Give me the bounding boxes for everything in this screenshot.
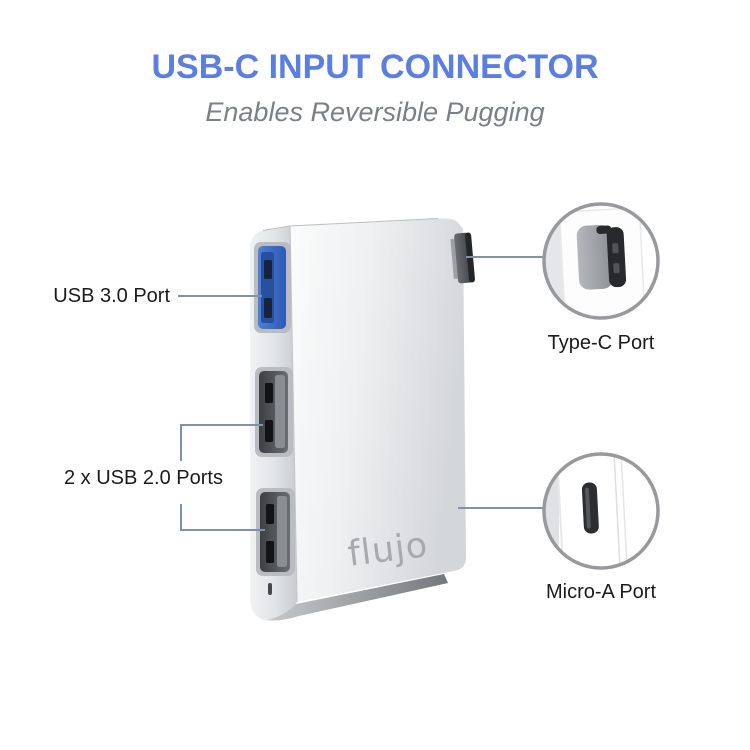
usb-2-0-port-2-icon [256, 488, 295, 576]
page-title: USB-C INPUT CONNECTOR [151, 48, 599, 86]
callout-bracket-usb2-bottom [180, 504, 265, 531]
hub-edge-crease [289, 225, 298, 603]
hub-front-face [290, 218, 467, 603]
micro-a-port-zoom-icon [542, 452, 660, 570]
usb-2-0-port-1-icon [255, 367, 293, 457]
usb-3-0-port-icon [254, 242, 291, 333]
led-indicator [268, 583, 272, 595]
label-typec-port: Type-C Port [547, 332, 655, 354]
hub-top-edge [262, 218, 439, 231]
callout-bracket-usb2-top [180, 424, 263, 461]
label-microa-port: Micro-A Port [545, 581, 657, 603]
label-usb2-ports: 2 x USB 2.0 Ports [64, 467, 223, 489]
type-c-port-zoom-icon [542, 202, 660, 320]
page-subtitle: Enables Reversible Pugging [205, 97, 545, 127]
usb-c-plug-icon [450, 232, 475, 284]
label-usb3-port: USB 3.0 Port [53, 285, 170, 307]
hub-bottom-edge [267, 574, 448, 621]
